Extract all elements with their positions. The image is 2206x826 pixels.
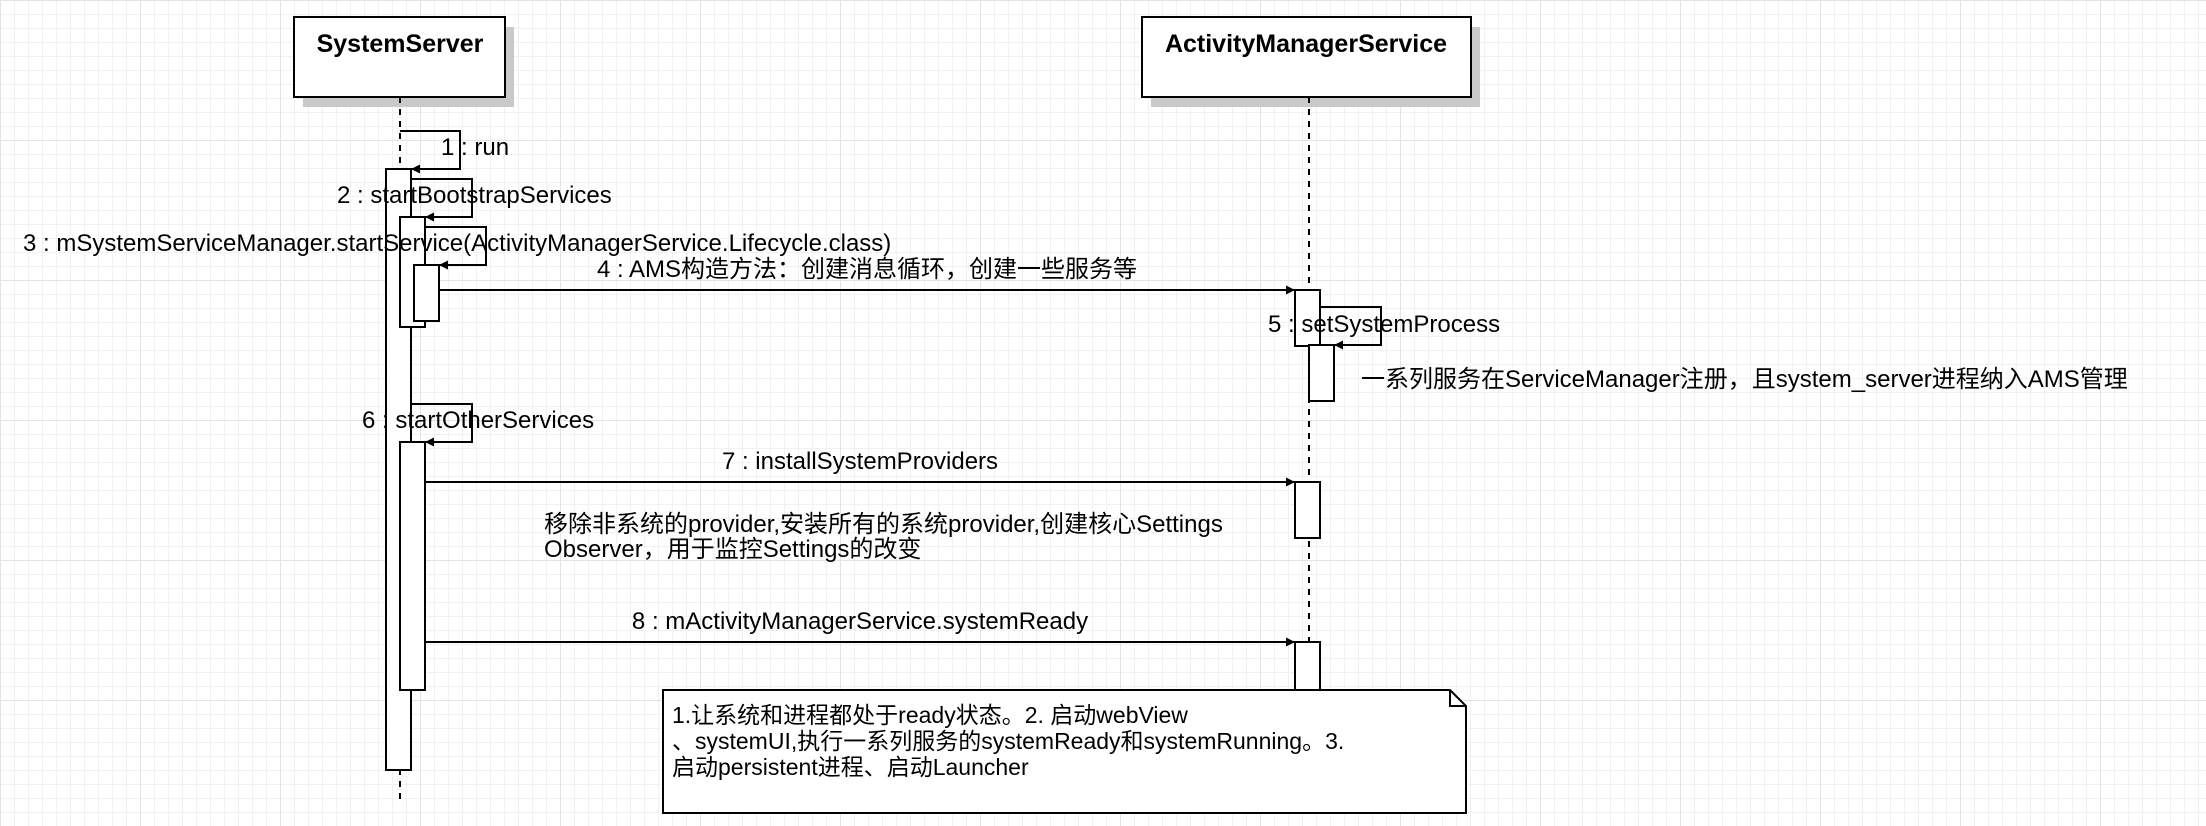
lifeline-system-server-header[interactable] — [293, 16, 506, 98]
message-2-arrow — [411, 178, 473, 222]
annotation-install-providers: 移除非系统的provider,安装所有的系统provider,创建核心Setti… — [544, 511, 1223, 563]
message-7-label: 7 : installSystemProviders — [722, 448, 998, 475]
message-4-ams-constructor[interactable]: 4 : AMS构造方法：创建消息循环，创建一些服务等 — [439, 256, 1295, 295]
note-line-3: 启动persistent进程、启动Launcher — [672, 754, 1029, 780]
message-2-label: 2 : startBootstrapServices — [337, 182, 612, 209]
message-6-start-other-services[interactable]: 6 : startOtherServices — [362, 403, 594, 447]
activation-bar-other-services[interactable] — [399, 441, 426, 691]
lifeline-ams-label: ActivityManagerService — [1165, 30, 1447, 58]
lifeline-ams-header[interactable] — [1141, 16, 1472, 98]
message-8-label: 8 : mActivityManagerService.systemReady — [632, 608, 1088, 635]
message-1-run[interactable]: 1 : run — [400, 130, 509, 174]
message-6-arrow — [411, 403, 473, 447]
note-folded-corner — [1449, 690, 1466, 707]
lifeline-system-server: SystemServer — [293, 16, 514, 800]
message-8-system-ready[interactable]: 8 : mActivityManagerService.systemReady — [425, 608, 1295, 647]
note-box — [662, 689, 1467, 814]
message-2-start-bootstrap-services[interactable]: 2 : startBootstrapServices — [337, 178, 612, 222]
annotation-service-manager-register: 一系列服务在ServiceManager注册，且system_server进程纳… — [1361, 366, 2128, 393]
message-1-label: 1 : run — [441, 134, 509, 161]
message-1-arrow — [400, 130, 461, 174]
annotation-install-providers-line-1: 移除非系统的provider,安装所有的系统provider,创建核心Setti… — [544, 511, 1223, 538]
activation-bar-install-providers[interactable] — [1294, 481, 1321, 539]
lifeline-ams: ActivityManagerService — [1141, 16, 1480, 690]
activation-bar-set-system-process[interactable] — [1308, 344, 1335, 402]
message-5-label: 5 : setSystemProcess — [1268, 311, 1500, 338]
annotation-install-providers-line-2: Observer，用于监控Settings的改变 — [544, 536, 921, 563]
message-7-install-system-providers[interactable]: 7 : installSystemProviders — [425, 448, 1295, 487]
note-system-ready[interactable]: 1.让系统和进程都处于ready状态。2. 启动webView 、systemU… — [662, 689, 1467, 814]
activation-bar-ams-constructor[interactable] — [1294, 289, 1321, 347]
note-line-1: 1.让系统和进程都处于ready状态。2. 启动webView — [672, 702, 1188, 728]
note-line-2: 、systemUI,执行一系列服务的systemReady和systemRunn… — [672, 728, 1344, 754]
message-4-label: 4 : AMS构造方法：创建消息循环，创建一些服务等 — [597, 256, 1137, 283]
message-3-arrow — [425, 226, 487, 270]
message-3-start-service[interactable]: 3 : mSystemServiceManager.startService(A… — [23, 226, 891, 270]
message-5-set-system-process[interactable]: 5 : setSystemProcess — [1268, 306, 1500, 350]
message-6-label: 6 : startOtherServices — [362, 407, 594, 434]
activation-bar-start-service[interactable] — [413, 264, 440, 322]
lifeline-system-server-label: SystemServer — [317, 30, 484, 58]
message-5-arrow — [1320, 306, 1382, 350]
message-3-label: 3 : mSystemServiceManager.startService(A… — [23, 230, 891, 257]
